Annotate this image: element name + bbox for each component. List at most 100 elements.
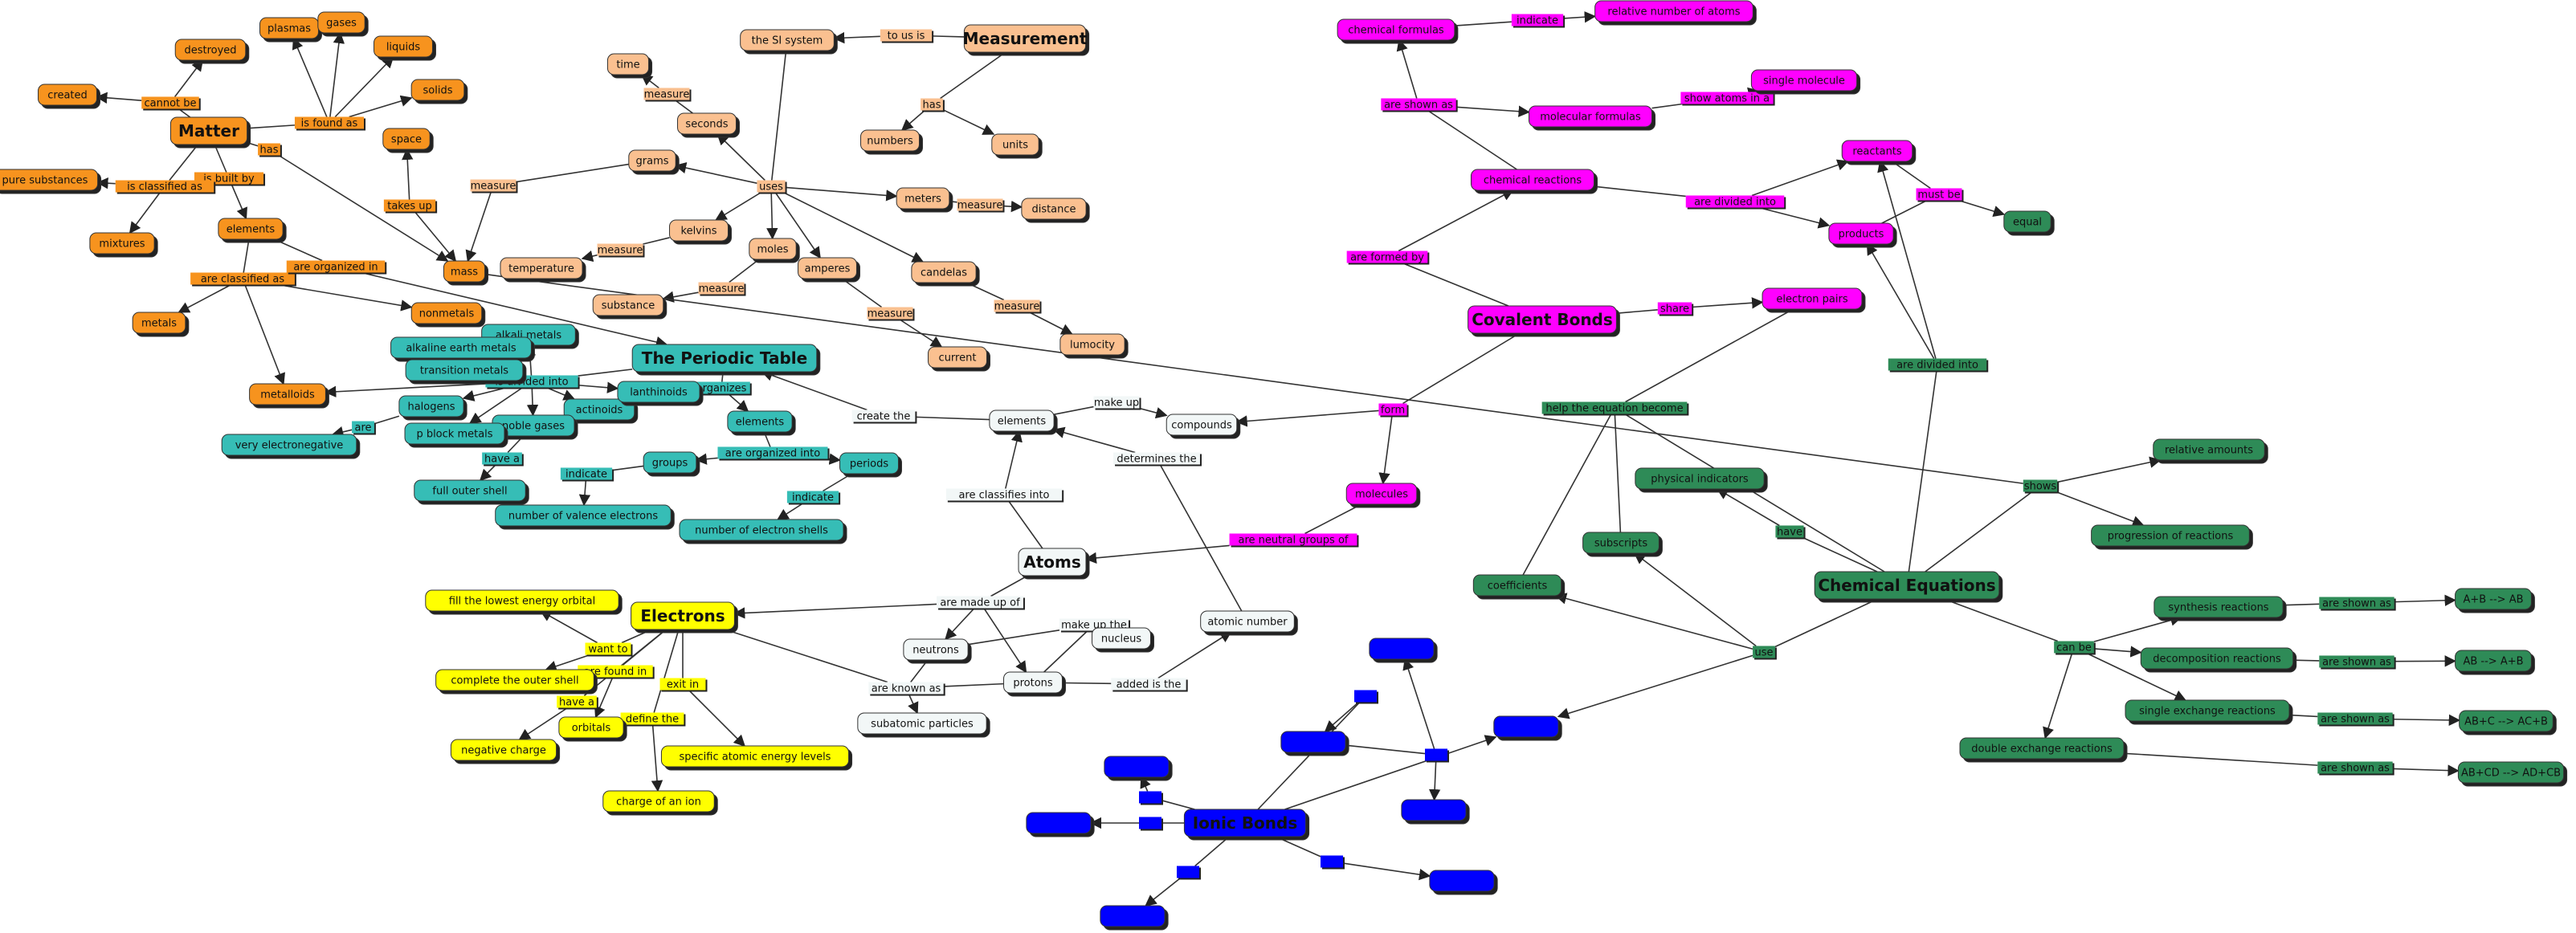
concept-elements1[interactable]: elements [218,218,287,243]
concept-liquids[interactable]: liquids [374,35,436,61]
concept-ion_e[interactable] [1280,731,1349,756]
concept-physind[interactable]: physical indicators [1635,467,1768,493]
concept-mixtures[interactable]: mixtures [89,232,158,258]
concept-chemreact[interactable]: chemical reactions [1470,169,1598,194]
concept-reactants[interactable]: reactants [1841,140,1917,165]
concept-alkearth[interactable]: alkaline earth metals [390,336,535,362]
concept-neutrons[interactable]: neutrons [903,638,972,664]
concept-table[interactable]: The Periodic Table [631,344,821,376]
concept-molecules[interactable]: molecules [1345,483,1421,508]
concept-measurement[interactable]: Measurement [963,24,1090,56]
concept-fill[interactable]: fill the lowest energy orbital [425,589,623,615]
concept-veryelec[interactable]: very electronegative [221,434,361,459]
concept-time[interactable]: time [606,53,653,79]
concept-compounds[interactable]: compounds [1166,414,1241,439]
concept-space[interactable]: space [382,128,434,153]
concept-label: Measurement [963,29,1088,48]
concept-ion_b[interactable] [1026,812,1095,837]
concept-negative[interactable]: negative charge [450,739,561,764]
concept-complete[interactable]: complete the outer shell [435,669,598,695]
concept-eq3[interactable]: AB+C --> AC+B [2459,710,2557,735]
concept-covalent[interactable]: Covalent Bonds [1468,305,1620,337]
concept-subscripts[interactable]: subscripts [1582,532,1663,557]
concept-synthesis[interactable]: synthesis reactions [2153,596,2287,621]
concept-nucleus[interactable]: nucleus [1092,627,1154,653]
concept-distance[interactable]: distance [1021,198,1090,223]
concept-candelas[interactable]: candelas [911,261,980,287]
concept-ion_d[interactable] [1429,870,1498,895]
concept-valence[interactable]: number of valence electrons [495,504,675,530]
concept-ionic[interactable]: Ionic Bonds [1183,809,1310,841]
concept-relatoms[interactable]: relative number of atoms [1594,0,1757,26]
concept-fullshell[interactable]: full outer shell [414,479,529,505]
concept-label: Covalent Bonds [1472,310,1613,329]
concept-chargeion[interactable]: charge of an ion [602,790,718,816]
concept-destroyed[interactable]: destroyed [174,39,250,64]
concept-groups[interactable]: groups [643,451,700,477]
concept-pblock[interactable]: p block metals [404,422,508,448]
concept-substance[interactable]: substance [592,294,667,320]
concept-products[interactable]: products [1828,222,1897,248]
concept-created[interactable]: created [38,84,100,109]
concept-orbitals[interactable]: orbitals [558,716,627,742]
concept-specific[interactable]: specific atomic energy levels [660,745,853,771]
concept-label: moles [757,244,789,256]
concept-current[interactable]: current [928,346,990,372]
concept-gases[interactable]: gases [317,11,369,37]
edge-l_ion6-ion_f [1402,658,1435,749]
concept-pure[interactable]: pure substances [0,169,102,194]
concept-ion_i[interactable] [1493,715,1562,741]
concept-atoms[interactable]: Atoms [1018,548,1090,580]
concept-atomicnum[interactable]: atomic number [1200,610,1298,636]
concept-actinoids[interactable]: actinoids [563,398,639,424]
concept-metals[interactable]: metals [132,312,190,337]
concept-eq4[interactable]: AB+CD --> AD+CB [2457,761,2568,787]
concept-temperature[interactable]: temperature [500,257,586,283]
concept-coefficients[interactable]: coefficients [1472,574,1566,600]
concept-nonmetals[interactable]: nonmetals [410,302,486,328]
concept-singlemol[interactable]: single molecule [1750,69,1861,95]
concept-ion_a[interactable] [1104,756,1173,781]
concept-lanthinoids[interactable]: lanthinoids [617,381,704,406]
concept-solids[interactable]: solids [410,79,468,104]
concept-mass[interactable]: mass [443,260,489,286]
concept-ion_g[interactable] [1401,799,1470,825]
concept-molformula[interactable]: molecular formulas [1528,105,1656,131]
concept-meters[interactable]: meters [896,187,953,213]
concept-chemeq[interactable]: Chemical Equations [1814,571,2003,603]
concept-ion_f[interactable] [1369,638,1438,663]
concept-lumocity[interactable]: lumocity [1059,333,1129,359]
concept-doubleex[interactable]: double exchange reactions [1959,737,2128,763]
concept-equal[interactable]: equal [2003,210,2055,236]
concept-eq1[interactable]: A+B --> AB [2455,588,2535,613]
concept-epairs[interactable]: electron pairs [1762,287,1866,313]
concept-metalloids[interactable]: metalloids [249,383,329,409]
concept-periods[interactable]: periods [839,452,902,478]
concept-units[interactable]: units [991,133,1043,159]
concept-transition[interactable]: transition metals [405,359,527,385]
concept-decomp[interactable]: decomposition reactions [2140,647,2297,673]
concept-elements3[interactable]: elements [989,409,1058,435]
concept-numbers[interactable]: numbers [860,129,923,155]
concept-grams[interactable]: grams [628,149,680,175]
concept-si[interactable]: the SI system [740,29,838,55]
concept-plasmas[interactable]: plasmas [259,17,322,43]
concept-progression[interactable]: progression of reactions [2091,524,2253,550]
concept-protons[interactable]: protons [1003,671,1066,697]
concept-relamounts[interactable]: relative amounts [2153,438,2268,464]
concept-matter[interactable]: Matter [169,116,251,149]
concept-subatomic[interactable]: subatomic particles [857,712,990,738]
concept-amperes[interactable]: amperes [798,257,860,283]
concept-ion_c[interactable] [1100,905,1169,931]
concept-electrons[interactable]: Electrons [631,601,738,634]
concept-eq2[interactable]: AB --> A+B [2455,650,2535,675]
concept-chemformula[interactable]: chemical formulas [1337,18,1459,44]
concept-seconds[interactable]: seconds [677,112,740,138]
concept-kelvins[interactable]: kelvins [669,219,732,245]
concept-eshells[interactable]: number of electron shells [679,519,847,544]
concept-halogens[interactable]: halogens [398,395,467,421]
concept-elements2[interactable]: elements [727,410,796,436]
concept-singleex[interactable]: single exchange reactions [2125,699,2293,725]
concept-moles[interactable]: moles [749,238,800,263]
concept-label: physical indicators [1651,474,1749,486]
